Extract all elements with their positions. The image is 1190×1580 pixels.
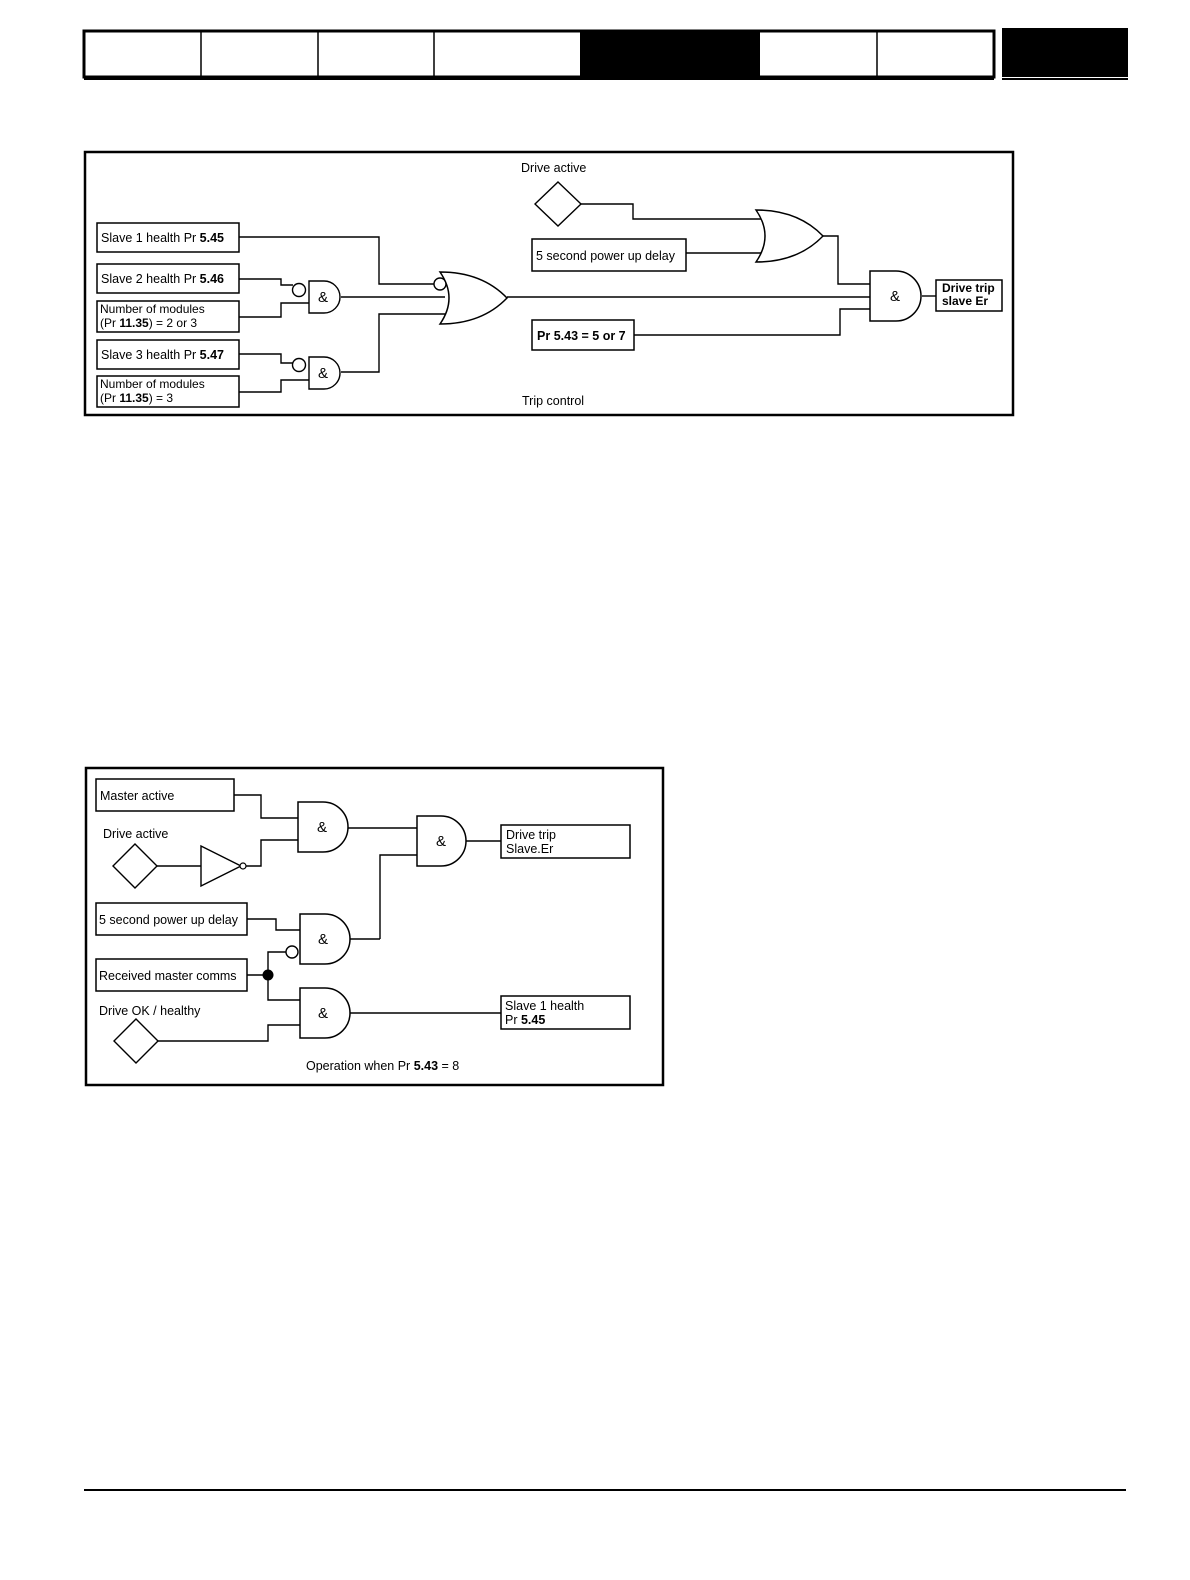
and-gate-b-icon	[416, 815, 467, 867]
modules-2-or-3-line1: Number of modules	[100, 302, 205, 316]
and-gate-c-symbol: &	[318, 931, 328, 948]
header-tab-bar	[82, 28, 1128, 80]
modules-2-or-3-box	[96, 300, 240, 333]
drive-ok-label: Drive OK / healthy	[99, 1004, 201, 1018]
drive-ok-input-icon	[113, 1018, 159, 1064]
not-gate-icon	[200, 844, 243, 888]
and-gate-a-symbol: &	[317, 819, 327, 836]
modules-3-line2: (Pr 11.35) = 3	[100, 391, 173, 405]
header-corner-block	[1002, 28, 1128, 77]
junction-dot	[262, 969, 274, 981]
trip-control-diagram: Drive active Slave 1 health Pr 5.45 Slav…	[83, 150, 1015, 417]
slave1-health-output-line2: Pr 5.45	[505, 1013, 545, 1027]
drive-trip-output-box	[935, 279, 1003, 312]
diagram1-frame	[83, 150, 1015, 417]
header-tab-active[interactable]	[580, 31, 760, 77]
and-gate-1-symbol: &	[318, 289, 328, 306]
slave2-health-box	[96, 263, 240, 294]
inverter-bubble-icon	[285, 945, 299, 959]
power-up-delay-box	[95, 902, 248, 936]
drive-trip-output-line1: Drive trip	[942, 281, 995, 295]
master-active-box	[95, 778, 235, 812]
slave3-health-box	[96, 339, 240, 370]
power-up-delay-box	[531, 238, 687, 272]
and-gate-d-symbol: &	[318, 1005, 328, 1022]
and-gate-b-symbol: &	[436, 833, 446, 850]
power-up-delay-label: 5 second power up delay	[536, 249, 676, 263]
header-frame	[82, 29, 996, 79]
pr-5-43-label: Pr 5.43 = 5 or 7	[537, 329, 626, 343]
slave1-health-label: Slave 1 health Pr 5.45	[101, 231, 224, 245]
slave1-health-output-box	[500, 995, 631, 1030]
pr-5-43-box	[531, 319, 635, 351]
and-gate-d-icon	[299, 987, 351, 1039]
master-active-label: Master active	[100, 789, 174, 803]
slave3-health-label: Slave 3 health Pr 5.47	[101, 348, 224, 362]
slave2-health-label: Slave 2 health Pr 5.46	[101, 272, 224, 286]
drive-active-label: Drive active	[103, 827, 168, 841]
diagram2-frame	[84, 766, 665, 1087]
drive-trip-output-line2: Slave.Er	[506, 842, 553, 856]
diagram1-wires	[239, 203, 936, 393]
diagram2-caption: Operation when Pr 5.43 = 8	[306, 1059, 459, 1073]
power-up-delay-label: 5 second power up delay	[99, 913, 239, 927]
drive-active-label: Drive active	[521, 161, 586, 175]
diagram1-caption: Trip control	[522, 394, 584, 408]
received-master-comms-box	[95, 958, 248, 992]
slave1-health-output-line1: Slave 1 health	[505, 999, 584, 1013]
inverter-bubble-icon	[291, 357, 307, 373]
and-gate-c-icon	[299, 913, 351, 965]
drive-active-input-icon	[112, 843, 158, 889]
inverter-bubble-icon	[291, 282, 307, 298]
and-gate-3-icon	[869, 270, 922, 322]
or-gate-2-icon	[754, 209, 825, 263]
and-gate-2-icon	[308, 356, 341, 390]
and-gate-1-icon	[308, 280, 341, 314]
drive-trip-output-box	[500, 824, 631, 859]
drive-trip-output-line1: Drive trip	[506, 828, 556, 842]
diagram2-wires	[157, 794, 501, 1042]
modules-3-line1: Number of modules	[100, 377, 205, 391]
operation-diagram: Master active Drive active 5 second powe…	[84, 766, 665, 1087]
and-gate-3-symbol: &	[890, 288, 900, 305]
received-master-comms-label: Received master comms	[99, 969, 237, 983]
slave1-health-box	[96, 222, 240, 253]
or-gate-1-icon	[438, 271, 509, 325]
and-gate-a-icon	[297, 801, 349, 853]
inverter-bubble-icon	[239, 862, 247, 870]
drive-active-input-icon	[533, 181, 583, 227]
modules-2-or-3-line2: (Pr 11.35) = 2 or 3	[100, 316, 197, 330]
modules-3-box	[96, 375, 240, 408]
and-gate-2-symbol: &	[318, 365, 328, 382]
drive-trip-output-line2: slave Er	[942, 294, 988, 308]
